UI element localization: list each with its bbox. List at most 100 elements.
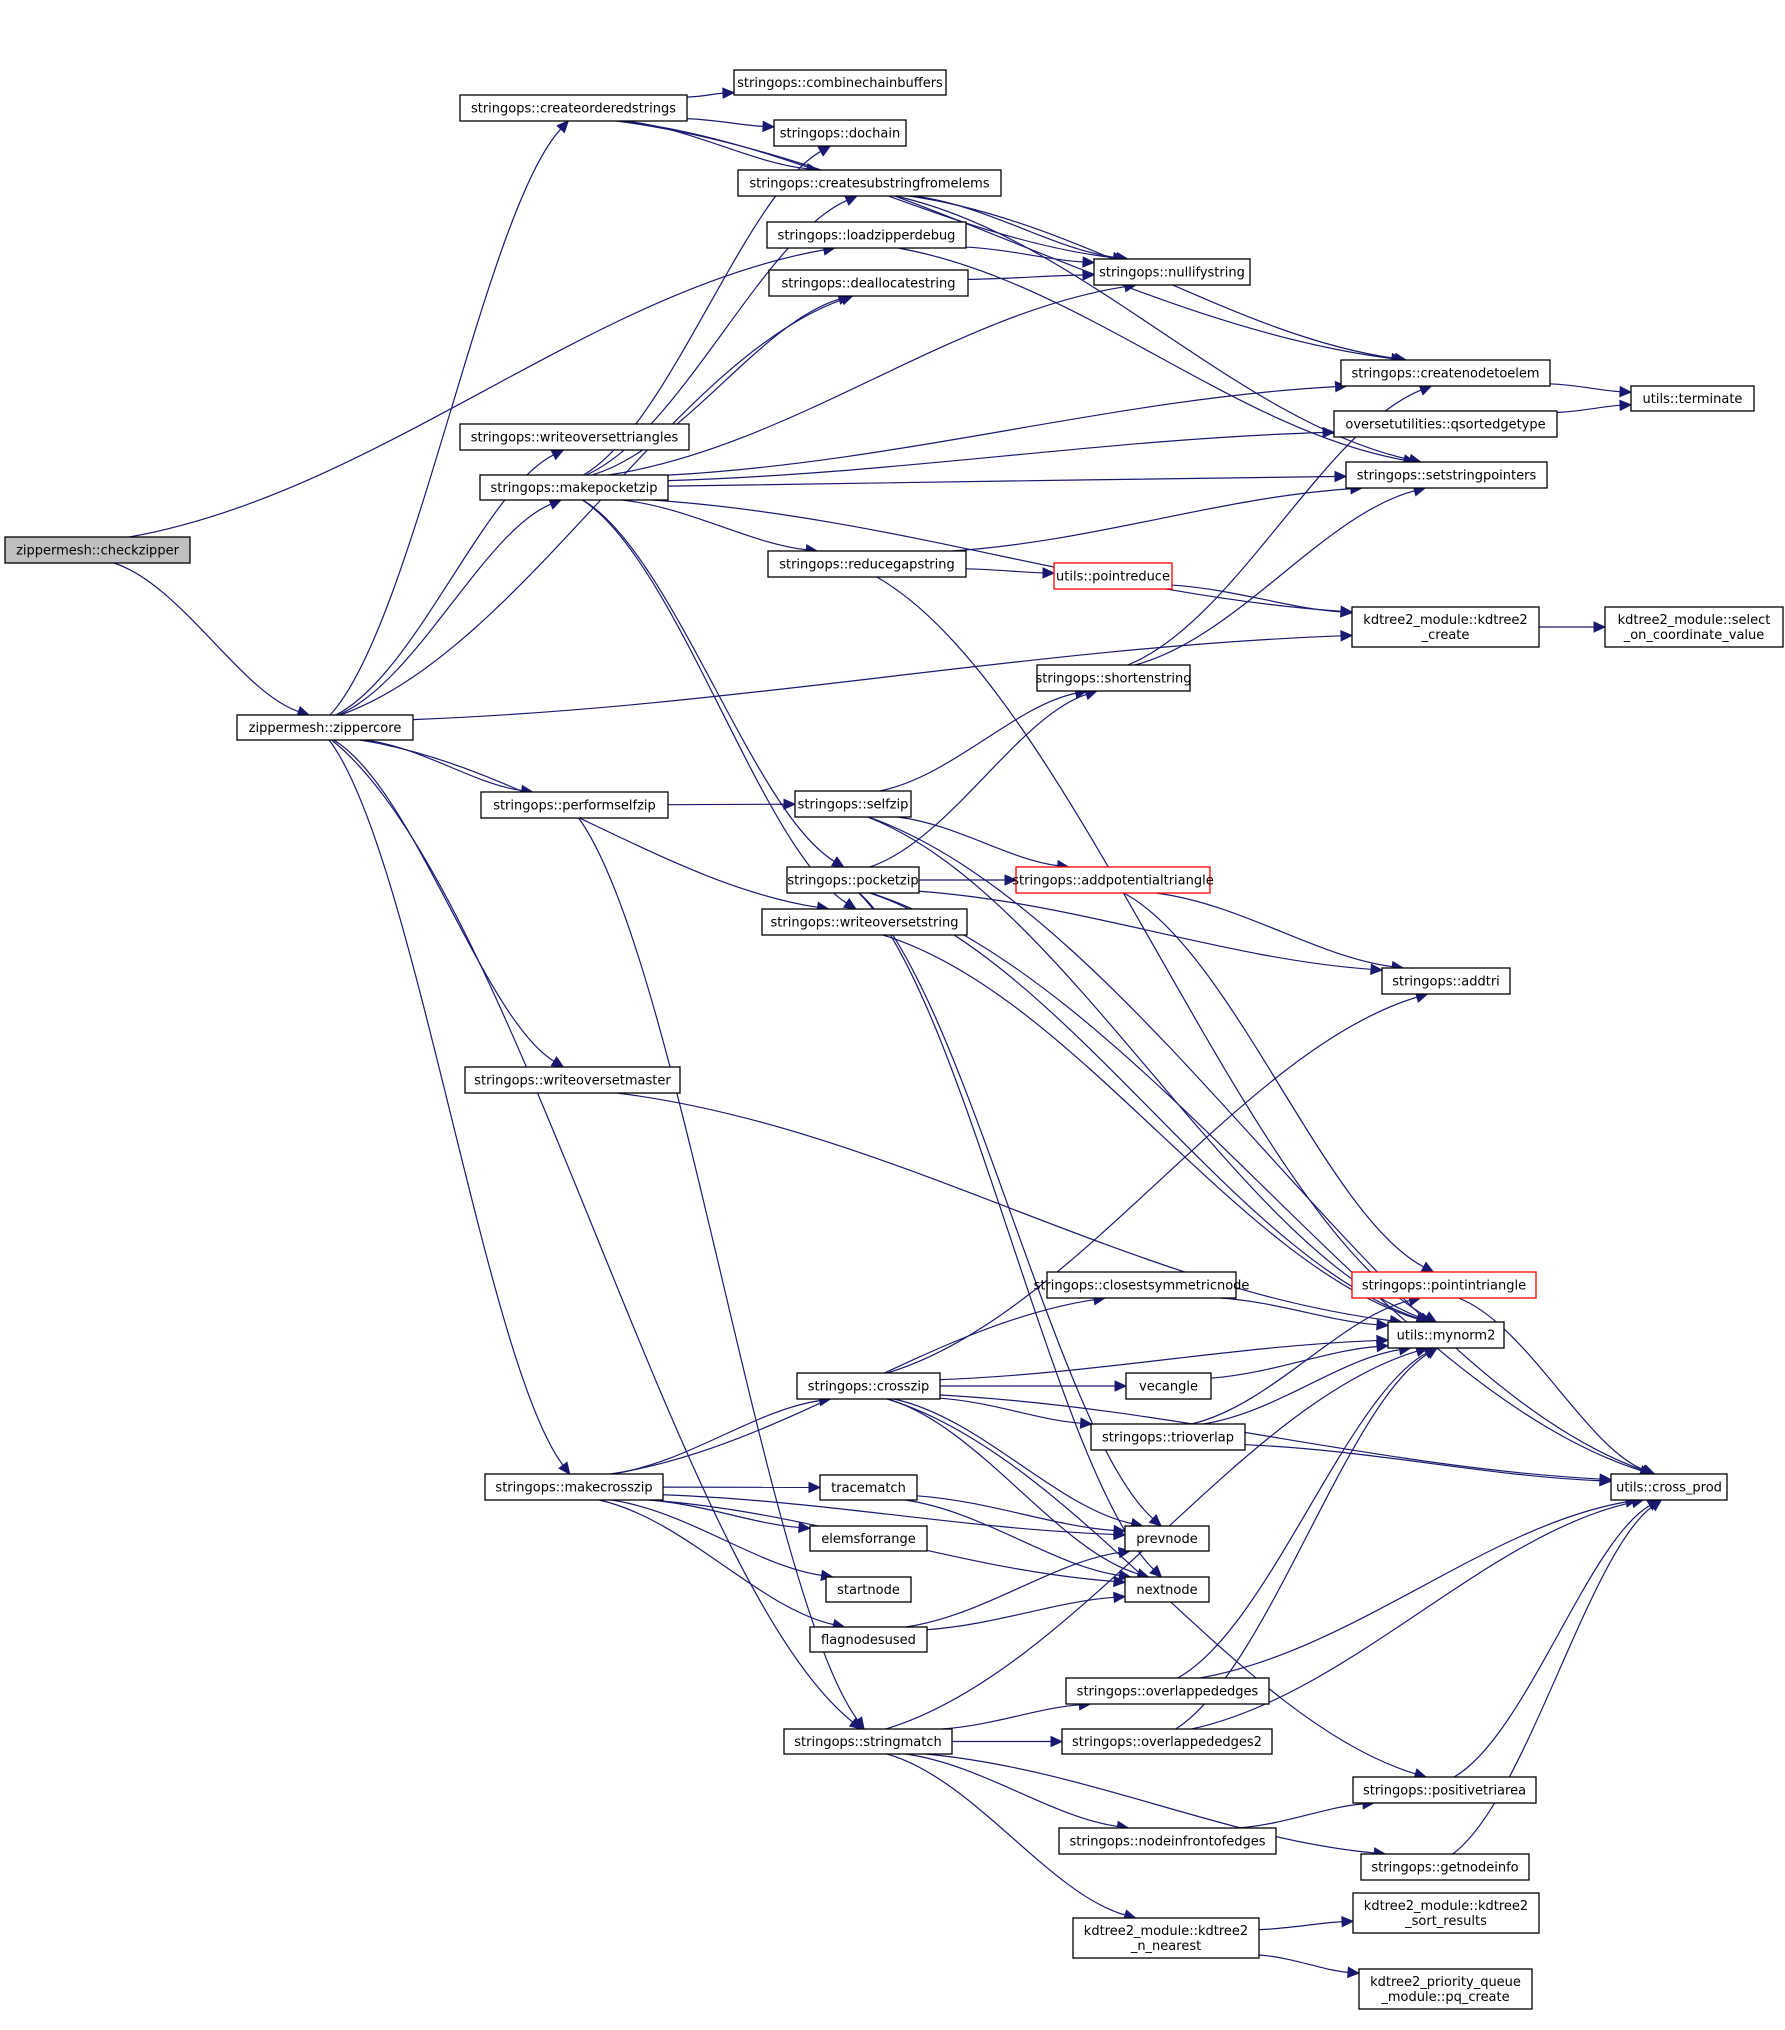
node-box[interactable] [783, 1728, 953, 1755]
node-box[interactable] [480, 791, 669, 819]
node-box[interactable] [1072, 1917, 1260, 1959]
node-positivetriarea[interactable]: stringops::positivetriarea [1352, 1776, 1537, 1804]
node-pointreduce[interactable]: utils::pointreduce [1053, 562, 1173, 590]
node-box[interactable] [1352, 1892, 1540, 1934]
node-cross_prod[interactable]: utils::cross_prod [1610, 1473, 1728, 1501]
node-writeoversetmaster[interactable]: stringops::writeoversetmaster [464, 1066, 681, 1094]
node-box[interactable] [1333, 410, 1558, 438]
node-terminate[interactable]: utils::terminate [1630, 385, 1755, 412]
node-flagnodesused[interactable]: flagnodesused [809, 1626, 928, 1653]
node-createsubstringfromelems[interactable]: stringops::createsubstringfromelems [737, 169, 1002, 197]
node-zippercore[interactable]: zippermesh::zippercore [236, 714, 414, 741]
node-box[interactable] [1058, 1827, 1277, 1855]
node-closestsymmetricnode[interactable]: stringops::closestsymmetricnode [1034, 1271, 1250, 1299]
node-dochain[interactable]: stringops::dochain [773, 119, 907, 147]
node-box[interactable] [1124, 1525, 1210, 1552]
node-overlappededges[interactable]: stringops::overlappededges [1065, 1677, 1270, 1705]
node-makepocketzip[interactable]: stringops::makepocketzip [479, 474, 669, 501]
node-crosszip[interactable]: stringops::crosszip [796, 1372, 941, 1400]
node-kdtree2_sort_results[interactable]: kdtree2_module::kdtree2_sort_results [1352, 1892, 1540, 1934]
node-combinechainbuffers[interactable]: stringops::combinechainbuffers [733, 69, 947, 96]
node-box[interactable] [1358, 1968, 1533, 2010]
node-box[interactable] [1053, 562, 1173, 590]
node-box[interactable] [1015, 866, 1211, 894]
node-box[interactable] [1125, 1372, 1212, 1400]
node-box[interactable] [1351, 1271, 1537, 1299]
node-box[interactable] [825, 1576, 912, 1603]
node-trioverlap[interactable]: stringops::trioverlap [1090, 1423, 1246, 1451]
node-box[interactable] [1610, 1473, 1728, 1501]
node-box[interactable] [1351, 606, 1540, 648]
node-loadzipperdebug[interactable]: stringops::loadzipperdebug [766, 221, 967, 249]
node-deallocatestring[interactable]: stringops::deallocatestring [768, 269, 969, 297]
node-box[interactable] [1090, 1423, 1246, 1451]
node-vecangle[interactable]: vecangle [1125, 1372, 1212, 1400]
node-box[interactable] [236, 714, 414, 741]
node-elemsforrange[interactable]: elemsforrange [809, 1525, 928, 1552]
node-createnodetoelem[interactable]: stringops::createnodetoelem [1340, 359, 1551, 387]
node-box[interactable] [4, 536, 191, 564]
node-box[interactable] [464, 1066, 681, 1094]
node-stringmatch[interactable]: stringops::stringmatch [783, 1728, 953, 1755]
node-box[interactable] [809, 1525, 928, 1552]
node-reducegapstring[interactable]: stringops::reducegapstring [767, 550, 967, 578]
node-addtri[interactable]: stringops::addtri [1381, 967, 1511, 995]
node-box[interactable] [1124, 1576, 1210, 1603]
node-box[interactable] [733, 69, 947, 96]
node-nullifystring[interactable]: stringops::nullifystring [1093, 258, 1251, 286]
node-kdtree2_n_nearest[interactable]: kdtree2_module::kdtree2_n_nearest [1072, 1917, 1260, 1959]
node-box[interactable] [786, 866, 920, 894]
node-box[interactable] [1046, 1271, 1237, 1299]
node-box[interactable] [794, 790, 912, 818]
node-nextnode[interactable]: nextnode [1124, 1576, 1210, 1603]
node-box[interactable] [484, 1473, 664, 1501]
node-selfzip[interactable]: stringops::selfzip [794, 790, 912, 818]
node-box[interactable] [768, 269, 969, 297]
node-writeoversetstring[interactable]: stringops::writeoversetstring [761, 908, 968, 936]
node-box[interactable] [1340, 359, 1551, 387]
node-box[interactable] [809, 1626, 928, 1653]
node-writeoversettriangles[interactable]: stringops::writeoversettriangles [459, 423, 690, 451]
node-box[interactable] [1093, 258, 1251, 286]
node-pq_create[interactable]: kdtree2_priority_queue_module::pq_create [1358, 1968, 1533, 2010]
node-box[interactable] [737, 169, 1002, 197]
node-pocketzip[interactable]: stringops::pocketzip [786, 866, 920, 894]
node-setstringpointers[interactable]: stringops::setstringpointers [1345, 461, 1548, 489]
node-box[interactable] [796, 1372, 941, 1400]
node-checkzipper[interactable]: zippermesh::checkzipper [4, 536, 191, 564]
node-box[interactable] [1630, 385, 1755, 412]
node-shortenstring[interactable]: stringops::shortenstring [1035, 664, 1192, 692]
node-box[interactable] [459, 423, 690, 451]
node-pointintriangle[interactable]: stringops::pointintriangle [1351, 1271, 1537, 1299]
node-startnode[interactable]: startnode [825, 1576, 912, 1603]
node-qsortedgetype[interactable]: oversetutilities::qsortedgetype [1333, 410, 1558, 438]
node-createorderedstrings[interactable]: stringops::createorderedstrings [459, 94, 688, 122]
node-box[interactable] [1065, 1677, 1270, 1705]
node-box[interactable] [1036, 664, 1191, 692]
node-tracematch[interactable]: tracematch [819, 1474, 918, 1501]
node-mynorm2[interactable]: utils::mynorm2 [1387, 1321, 1505, 1349]
node-box[interactable] [819, 1474, 918, 1501]
node-box[interactable] [766, 221, 967, 249]
node-box[interactable] [773, 119, 907, 147]
node-kdtree2_create[interactable]: kdtree2_module::kdtree2_create [1351, 606, 1540, 648]
node-box[interactable] [761, 908, 968, 936]
node-box[interactable] [1360, 1853, 1530, 1881]
node-addpotentialtriangle[interactable]: stringops::addpotentialtriangle [1012, 866, 1214, 894]
node-makecrosszip[interactable]: stringops::makecrosszip [484, 1473, 664, 1501]
node-overlappededges2[interactable]: stringops::overlappededges2 [1061, 1728, 1273, 1755]
node-nodeinfrontofedges[interactable]: stringops::nodeinfrontofedges [1058, 1827, 1277, 1855]
node-box[interactable] [479, 474, 669, 501]
node-box[interactable] [767, 550, 967, 578]
node-box[interactable] [1345, 461, 1548, 489]
node-box[interactable] [1352, 1776, 1537, 1804]
node-getnodeinfo[interactable]: stringops::getnodeinfo [1360, 1853, 1530, 1881]
node-performselfzip[interactable]: stringops::performselfzip [480, 791, 669, 819]
node-prevnode[interactable]: prevnode [1124, 1525, 1210, 1552]
node-box[interactable] [1061, 1728, 1273, 1755]
node-box[interactable] [1604, 606, 1784, 648]
node-box[interactable] [1387, 1321, 1505, 1349]
node-box[interactable] [459, 94, 688, 122]
node-select_on_coordinate_value[interactable]: kdtree2_module::select_on_coordinate_val… [1604, 606, 1784, 648]
node-box[interactable] [1381, 967, 1511, 995]
